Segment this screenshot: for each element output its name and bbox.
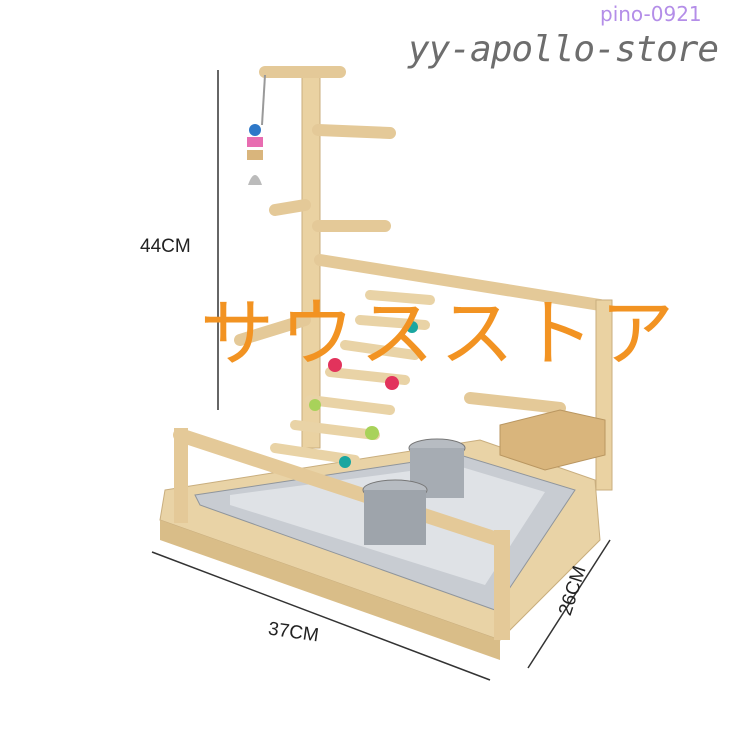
ladder-beads	[309, 321, 418, 468]
platform	[499, 409, 606, 471]
overlay-store-text: サウスストア	[200, 291, 680, 377]
dimension-lines	[151, 70, 611, 681]
feeding-cups	[362, 438, 466, 545]
store-name-watermark: yy-apollo-store	[408, 29, 719, 70]
height-dimension-label: 44CM	[140, 236, 191, 257]
seller-watermark: pino-0921	[600, 2, 702, 26]
hanging-toy	[247, 74, 266, 185]
perches	[234, 66, 606, 414]
